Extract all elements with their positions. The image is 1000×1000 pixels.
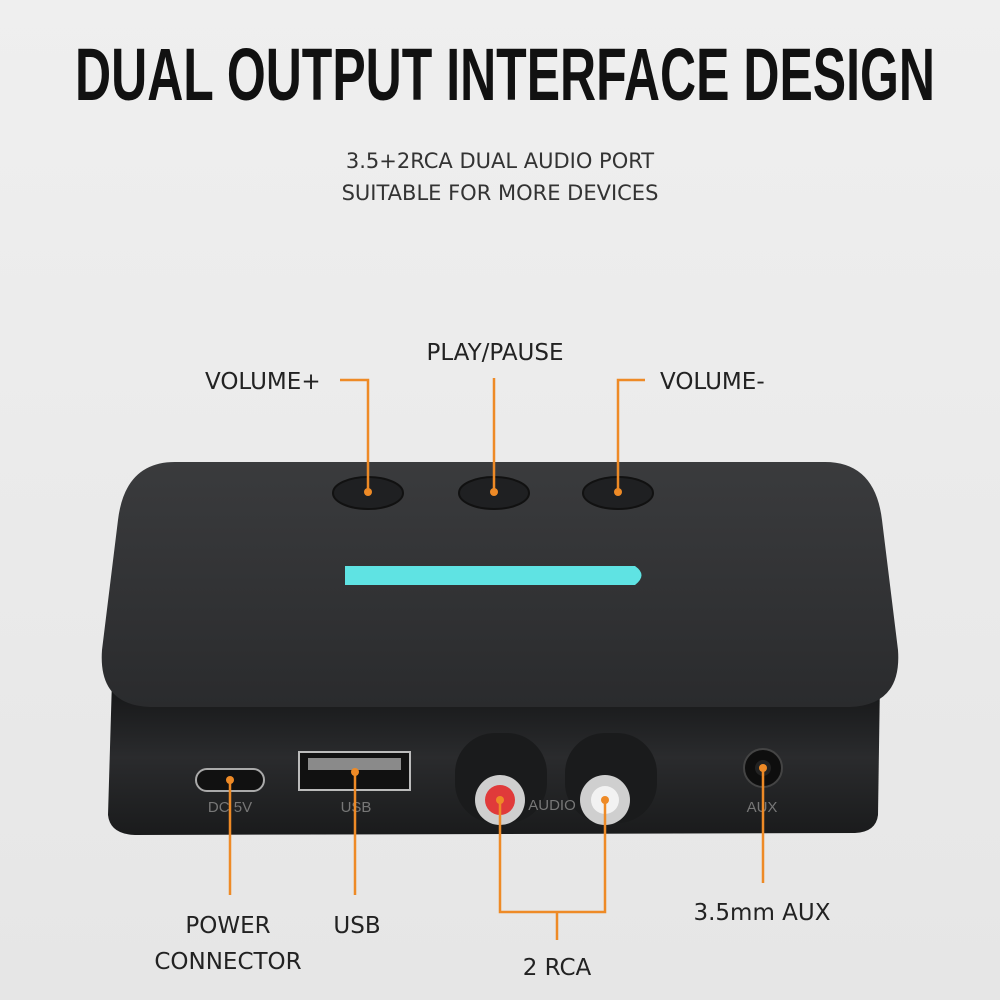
callout-aux: 3.5mm AUX [693, 900, 830, 926]
device: DC 5V USB AUDIO AUX [101, 462, 899, 835]
page-title: DUAL OUTPUT INTERFACE DESIGN [75, 33, 935, 116]
subtitle-line-2: SUITABLE FOR MORE DEVICES [342, 181, 659, 205]
callout-power-1: POWER [185, 913, 270, 939]
audio-label: AUDIO [528, 797, 576, 814]
callout-usb: USB [333, 913, 380, 939]
callout-play-pause: PLAY/PAUSE [426, 340, 563, 366]
callout-volume-down: VOLUME- [660, 369, 765, 395]
callout-rca: 2 RCA [523, 955, 592, 981]
callout-volume-up: VOLUME+ [205, 369, 321, 395]
led-indicator [345, 566, 642, 585]
callout-power-2: CONNECTOR [154, 949, 301, 975]
subtitle-line-1: 3.5+2RCA DUAL AUDIO PORT [346, 149, 654, 173]
callout-lines [226, 378, 767, 940]
